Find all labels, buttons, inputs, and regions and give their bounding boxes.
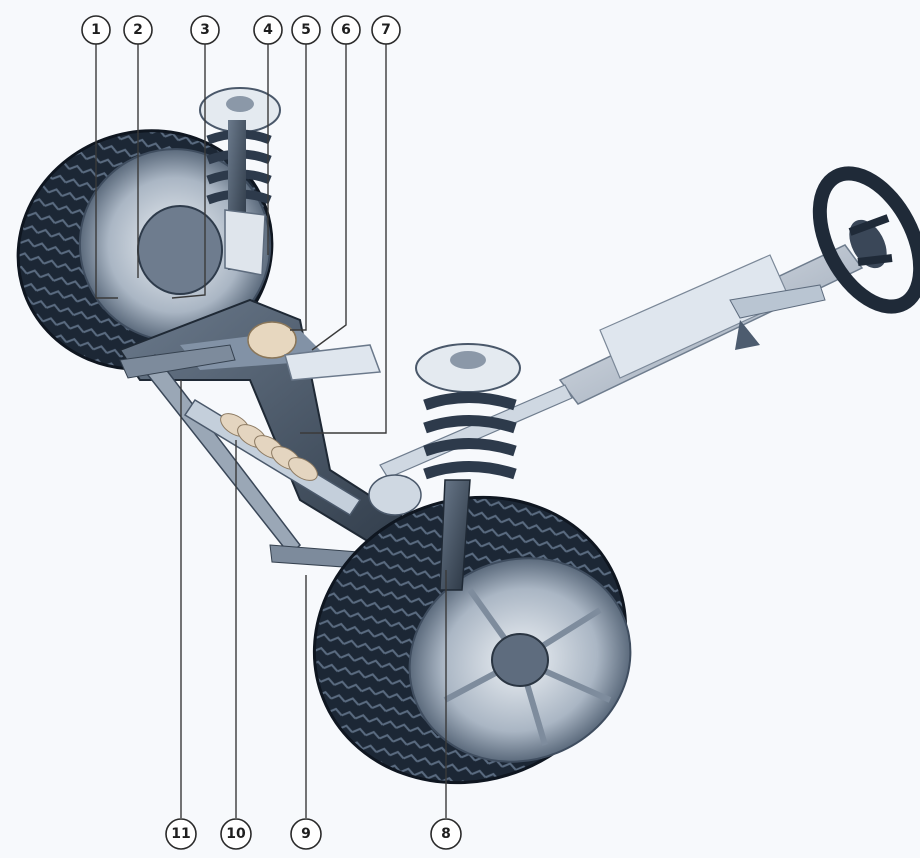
svg-text:3: 3: [200, 22, 210, 38]
svg-text:1: 1: [91, 22, 101, 38]
callout-7: 7: [372, 16, 400, 44]
callout-10: 10: [221, 819, 251, 849]
svg-text:6: 6: [341, 22, 351, 38]
callout-5: 5: [292, 16, 320, 44]
center-mount: [369, 475, 421, 515]
svg-text:5: 5: [301, 22, 311, 38]
svg-text:9: 9: [301, 826, 311, 842]
callout-1: 1: [82, 16, 110, 44]
svg-text:11: 11: [171, 826, 190, 842]
callout-11: 11: [166, 819, 196, 849]
svg-text:4: 4: [263, 22, 273, 38]
svg-text:10: 10: [226, 826, 246, 842]
callout-3: 3: [191, 16, 219, 44]
svg-text:8: 8: [441, 826, 451, 842]
callout-2: 2: [124, 16, 152, 44]
svg-text:7: 7: [381, 22, 391, 38]
svg-text:2: 2: [133, 22, 143, 38]
callout-9: 9: [291, 819, 321, 849]
engine-mount: [248, 322, 296, 358]
callout-6: 6: [332, 16, 360, 44]
callout-8: 8: [431, 819, 461, 849]
left-brake-caliper: [225, 210, 265, 275]
callout-4: 4: [254, 16, 282, 44]
